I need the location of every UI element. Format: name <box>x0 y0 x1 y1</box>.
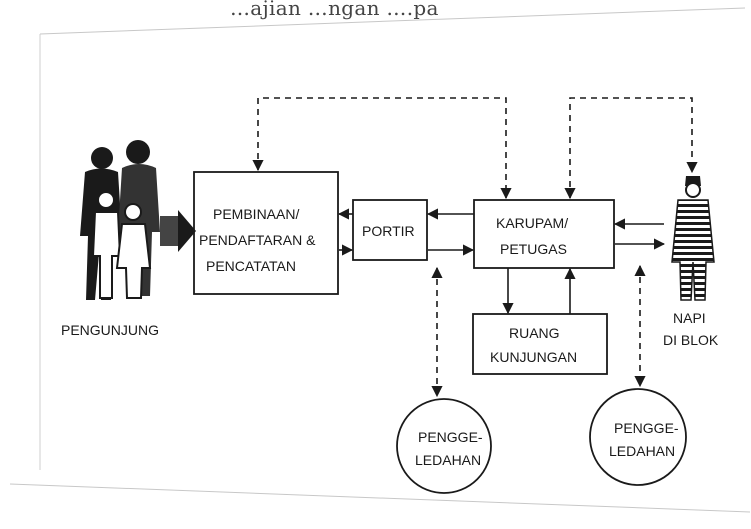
box-karupam <box>474 200 614 268</box>
label-pengunjung: PENGUNJUNG <box>61 322 159 338</box>
label-karupam-line2: PETUGAS <box>500 241 567 257</box>
label-ruang-line2: KUNJUNGAN <box>490 349 577 365</box>
prisoner-striped-uniform-icon <box>672 176 714 300</box>
label-pembinaan-line1: PEMBINAAN/ <box>213 206 299 222</box>
ellipse-penggeledahan-2 <box>590 389 686 485</box>
label-penggeledahan-2-line1: PENGGE- <box>614 420 679 436</box>
dashed-connectors <box>258 98 692 396</box>
cropped-caption-text: …ajian …ngan ….pa <box>230 0 751 22</box>
label-ruang-line1: RUANG <box>509 325 560 341</box>
family-group-icon <box>80 140 160 300</box>
dashed-pembinaan-karupam <box>258 98 506 198</box>
label-karupam-line1: KARUPAM/ <box>496 215 568 231</box>
entry-block-arrow <box>160 210 196 252</box>
label-penggeledahan-1-line2: LEDAHAN <box>415 452 481 468</box>
label-pembinaan-line3: PENCATATAN <box>206 258 296 274</box>
ellipse-penggeledahan-1 <box>397 399 491 493</box>
label-penggeledahan-2-line2: LEDAHAN <box>609 443 675 459</box>
box-ruang-kunjungan <box>473 314 607 374</box>
label-napi-line1: NAPI <box>673 310 706 326</box>
page-edge-bottom <box>10 484 750 512</box>
dashed-karupam-napi <box>570 98 692 198</box>
label-pembinaan-line2: PENDAFTARAN & <box>199 232 316 248</box>
label-napi-line2: DI BLOK <box>663 332 719 348</box>
label-portir: PORTIR <box>362 223 415 239</box>
label-penggeledahan-1-line1: PENGGE- <box>418 429 483 445</box>
